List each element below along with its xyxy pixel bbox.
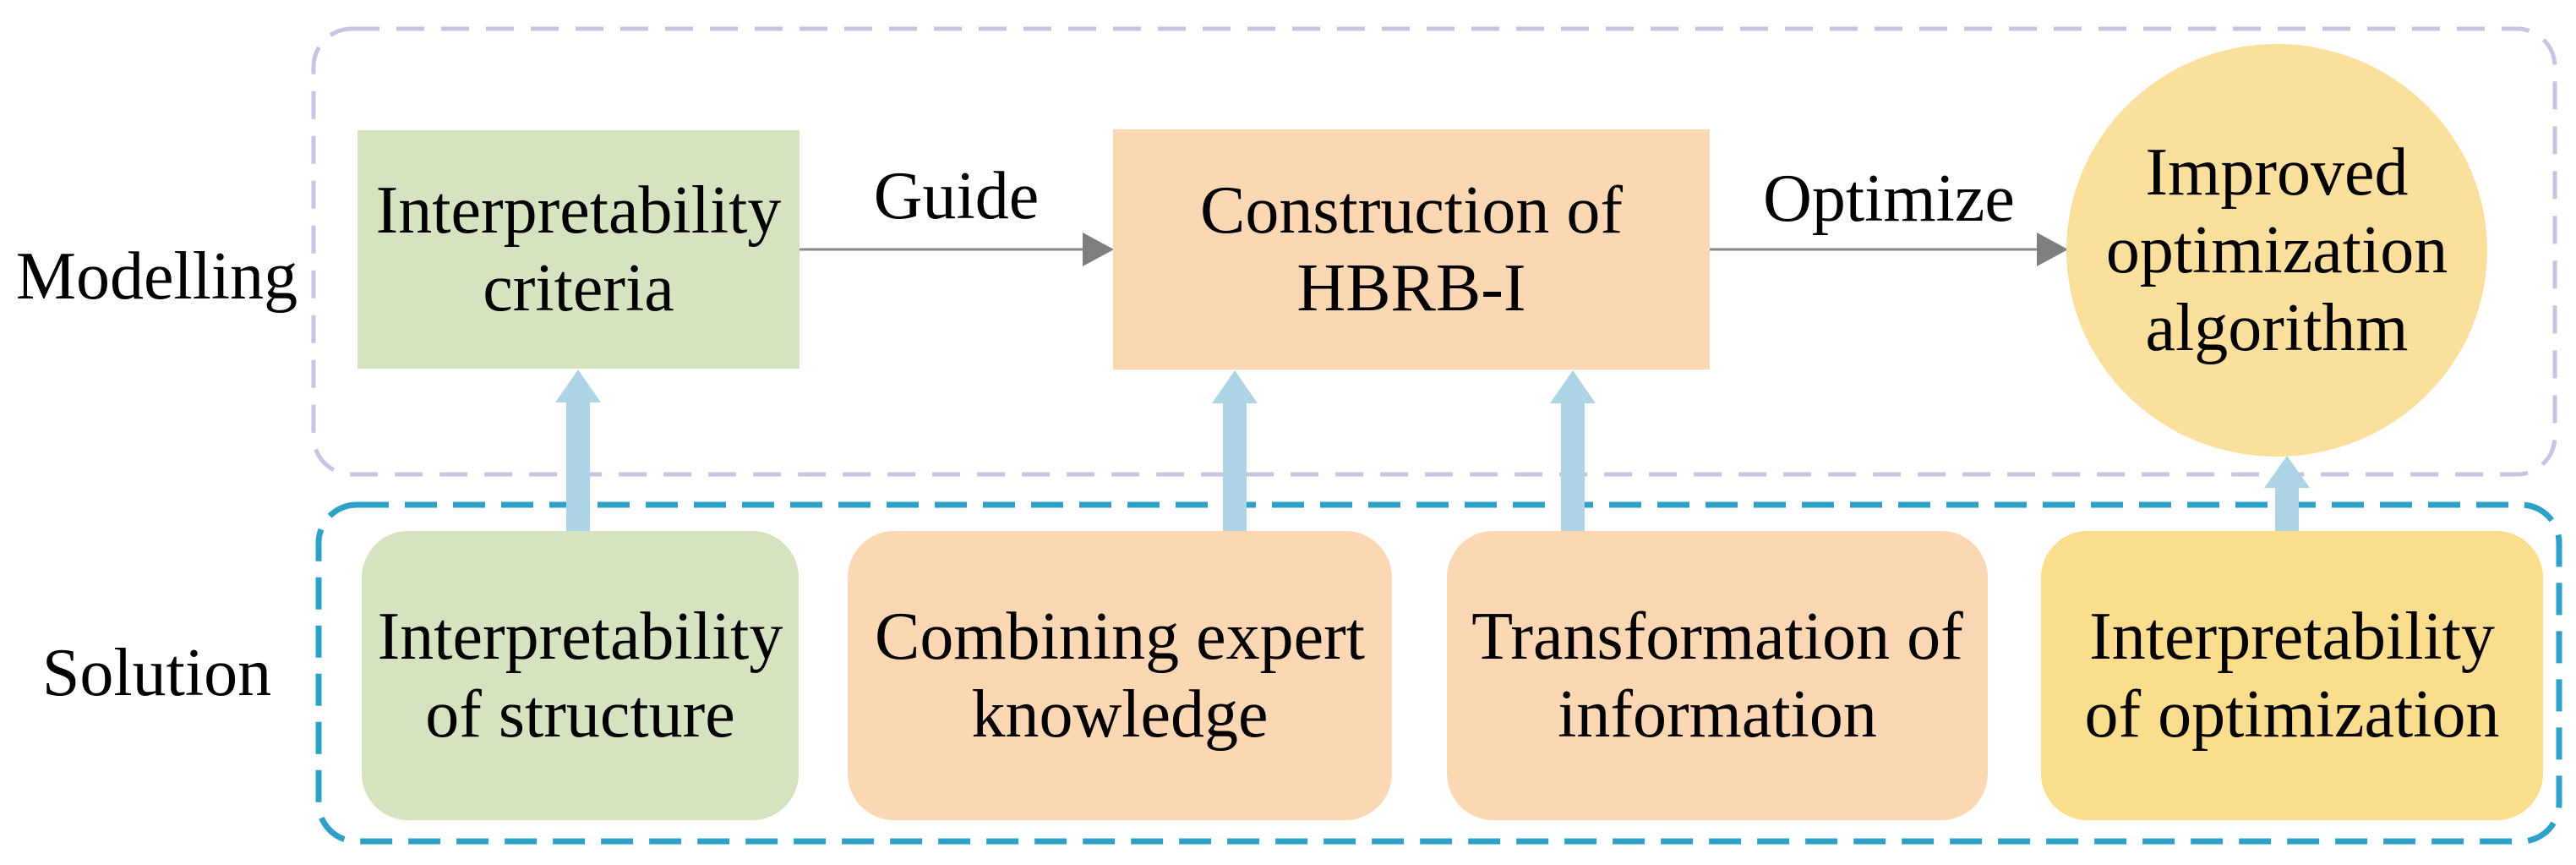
arrow-information-to-construction-icon [1550,370,1596,531]
solution-section-label: Solution [41,636,272,710]
arrow-expert-to-construction-icon [1212,370,1258,531]
transformation-of-information-box: Transformation of information [1447,531,1988,820]
interpretability-of-optimization-box: Interpretability of optimization [2041,531,2543,820]
interpretability-criteria-box: Interpretability criteria [357,130,800,369]
combining-expert-knowledge-box: Combining expert knowledge [848,531,1392,820]
arrow-structure-to-criteria-icon [555,370,601,531]
guide-arrow-label: Guide [873,159,1040,233]
improved-optimization-algorithm-circle: Improved optimization algorithm [2066,44,2487,457]
modelling-section-label: Modelling [15,239,298,314]
construction-hbrb-box: Construction of HBRB-I [1113,129,1710,370]
optimize-arrow-head-icon [2037,233,2068,266]
optimize-arrow-label: Optimize [1763,162,2015,236]
arrow-optimization-to-algorithm-icon [2264,456,2310,531]
guide-arrow-head-icon [1083,233,1114,266]
interpretability-of-structure-box: Interpretability of structure [362,531,799,820]
